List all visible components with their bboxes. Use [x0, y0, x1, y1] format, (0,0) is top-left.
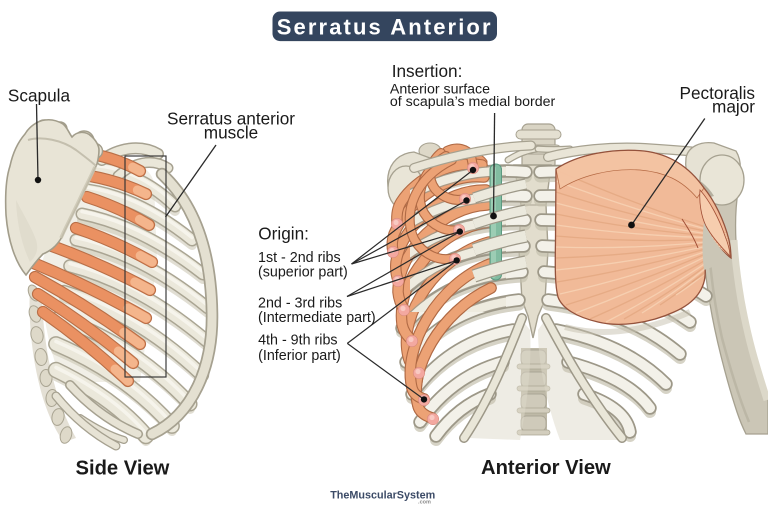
svg-text:.com: .com	[418, 500, 431, 506]
svg-text:Origin:: Origin:	[258, 224, 309, 244]
svg-text:Serratus Anterior: Serratus Anterior	[277, 15, 493, 40]
svg-text:Anterior surface: Anterior surface	[390, 82, 490, 98]
svg-text:(Inferior part): (Inferior part)	[258, 348, 341, 364]
svg-text:Insertion:: Insertion:	[392, 61, 463, 81]
svg-text:(superior part): (superior part)	[258, 265, 348, 281]
svg-text:2nd - 3rd ribs: 2nd - 3rd ribs	[258, 295, 342, 311]
svg-text:Pectoralis: Pectoralis	[680, 83, 755, 103]
svg-text:(Intermediate part): (Intermediate part)	[258, 310, 376, 326]
svg-text:Anterior View: Anterior View	[481, 457, 611, 479]
svg-text:1st - 2nd ribs: 1st - 2nd ribs	[258, 250, 341, 266]
svg-text:4th - 9th ribs: 4th - 9th ribs	[258, 333, 337, 349]
svg-text:major: major	[712, 96, 755, 116]
svg-text:Serratus anterior: Serratus anterior	[167, 109, 295, 129]
svg-text:muscle: muscle	[204, 123, 258, 143]
svg-text:Scapula: Scapula	[8, 86, 71, 106]
svg-text:Side View: Side View	[76, 458, 170, 480]
svg-text:TheMuscularSystem: TheMuscularSystem	[330, 489, 435, 501]
svg-text:of scapula’s medial border: of scapula’s medial border	[390, 94, 556, 110]
